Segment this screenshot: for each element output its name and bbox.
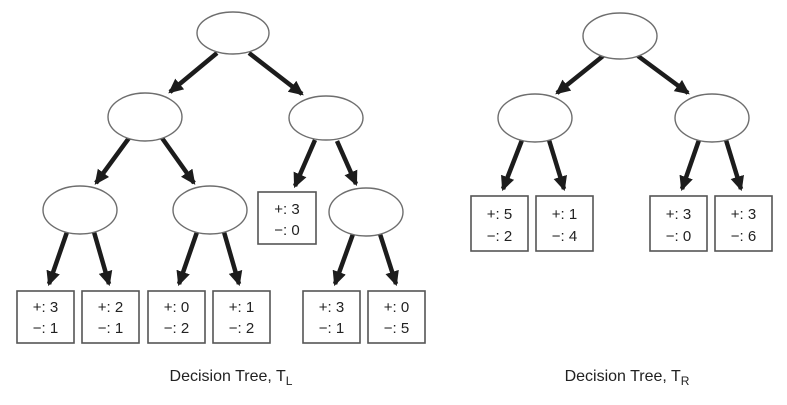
leaf-plus-count: +: 2 <box>98 299 123 316</box>
tree-node-level2-left <box>107 92 183 142</box>
leaf-minus-count: −: 0 <box>274 222 299 239</box>
edge-left-to-leaf1 <box>500 139 525 192</box>
leaf-minus-count: −: 2 <box>164 320 189 337</box>
edge-l2right-to-midleaf <box>292 139 318 189</box>
leaf-plus-count: +: 3 <box>731 206 756 223</box>
leaf-node: +: 3 −: 1 <box>16 290 75 344</box>
edge-right-to-leaf3 <box>679 139 702 192</box>
caption-main: Decision Tree, T <box>170 368 286 385</box>
leaf-minus-count: −: 5 <box>384 320 409 337</box>
leaf-node: +: 1 −: 2 <box>212 290 271 344</box>
left-tree: +: 3 −: 0 +: 3 −: 1 +: 2 −: 1 +: 0 −: 2 <box>16 11 426 388</box>
edge-l2left-to-l3a <box>94 136 131 185</box>
leaf-minus-count: −: 1 <box>33 320 58 337</box>
leaf-minus-count: −: 0 <box>666 228 691 245</box>
edge-l2left-to-l3b <box>160 136 196 185</box>
leaf-box <box>212 290 271 344</box>
tree-node-level3-a <box>42 185 118 235</box>
leaf-box <box>714 195 773 252</box>
leaf-box <box>302 290 361 344</box>
leaf-node: +: 0 −: 2 <box>147 290 206 344</box>
edge-l3a-to-leaf2 <box>91 231 113 287</box>
edge-root-to-left <box>168 51 219 94</box>
leaf-plus-count: +: 1 <box>552 206 577 223</box>
edge-l2right-to-l3c <box>334 140 359 187</box>
tree-node-right-child <box>674 93 750 143</box>
leaf-box <box>147 290 206 344</box>
tree-node-level3-c <box>328 187 404 237</box>
leaf-minus-count: −: 1 <box>98 320 123 337</box>
leaf-minus-count: −: 2 <box>229 320 254 337</box>
leaf-plus-count: +: 3 <box>33 299 58 316</box>
edge-l3b-to-leaf3 <box>176 231 200 287</box>
leaf-plus-count: +: 0 <box>164 299 189 316</box>
edge-right-to-leaf4 <box>723 139 744 192</box>
leaf-plus-count: +: 1 <box>229 299 254 316</box>
leaf-box <box>470 195 529 252</box>
leaf-node: +: 1 −: 4 <box>535 195 594 252</box>
leaf-box <box>535 195 594 252</box>
leaf-plus-count: +: 3 <box>666 206 691 223</box>
edge-root-to-right <box>247 51 304 96</box>
leaf-node: +: 0 −: 5 <box>367 290 426 344</box>
leaf-node: +: 3 −: 6 <box>714 195 773 252</box>
leaf-box <box>16 290 75 344</box>
tree-node-level3-b <box>172 185 248 235</box>
tree-node-level2-right <box>288 95 364 141</box>
edge-root-to-right <box>636 54 690 95</box>
leaf-node: +: 3 −: 0 <box>257 191 317 245</box>
tree-node-root <box>196 11 270 55</box>
edge-l3c-to-leaf6 <box>377 233 399 287</box>
leaf-box <box>257 191 317 245</box>
left-tree-caption: Decision Tree, TL <box>170 368 293 388</box>
right-tree-caption: Decision Tree, TR <box>565 368 690 388</box>
leaf-plus-count: +: 3 <box>319 299 344 316</box>
leaf-minus-count: −: 4 <box>552 228 577 245</box>
leaf-plus-count: +: 3 <box>274 201 299 218</box>
caption-subscript: L <box>286 374 293 388</box>
leaf-minus-count: −: 6 <box>731 228 756 245</box>
caption-subscript: R <box>681 374 690 388</box>
leaf-node: +: 3 −: 0 <box>649 195 708 252</box>
leaf-plus-count: +: 0 <box>384 299 409 316</box>
leaf-node: +: 2 −: 1 <box>81 290 140 344</box>
edge-l3b-to-leaf4 <box>221 231 243 287</box>
leaf-minus-count: −: 1 <box>319 320 344 337</box>
tree-node-root <box>582 12 658 60</box>
edge-l3c-to-leaf5 <box>332 233 356 287</box>
leaf-plus-count: +: 5 <box>487 206 512 223</box>
leaf-minus-count: −: 2 <box>487 228 512 245</box>
edge-root-to-left <box>555 54 605 95</box>
leaf-box <box>367 290 426 344</box>
right-tree: +: 5 −: 2 +: 1 −: 4 +: 3 −: 0 +: 3 −: 6 … <box>470 12 773 388</box>
leaf-box <box>649 195 708 252</box>
leaf-node: +: 3 −: 1 <box>302 290 361 344</box>
leaf-node: +: 5 −: 2 <box>470 195 529 252</box>
tree-node-left-child <box>497 93 573 143</box>
leaf-box <box>81 290 140 344</box>
caption-main: Decision Tree, T <box>565 368 681 385</box>
edge-l3a-to-leaf1 <box>46 231 70 287</box>
edge-left-to-leaf2 <box>546 139 567 192</box>
